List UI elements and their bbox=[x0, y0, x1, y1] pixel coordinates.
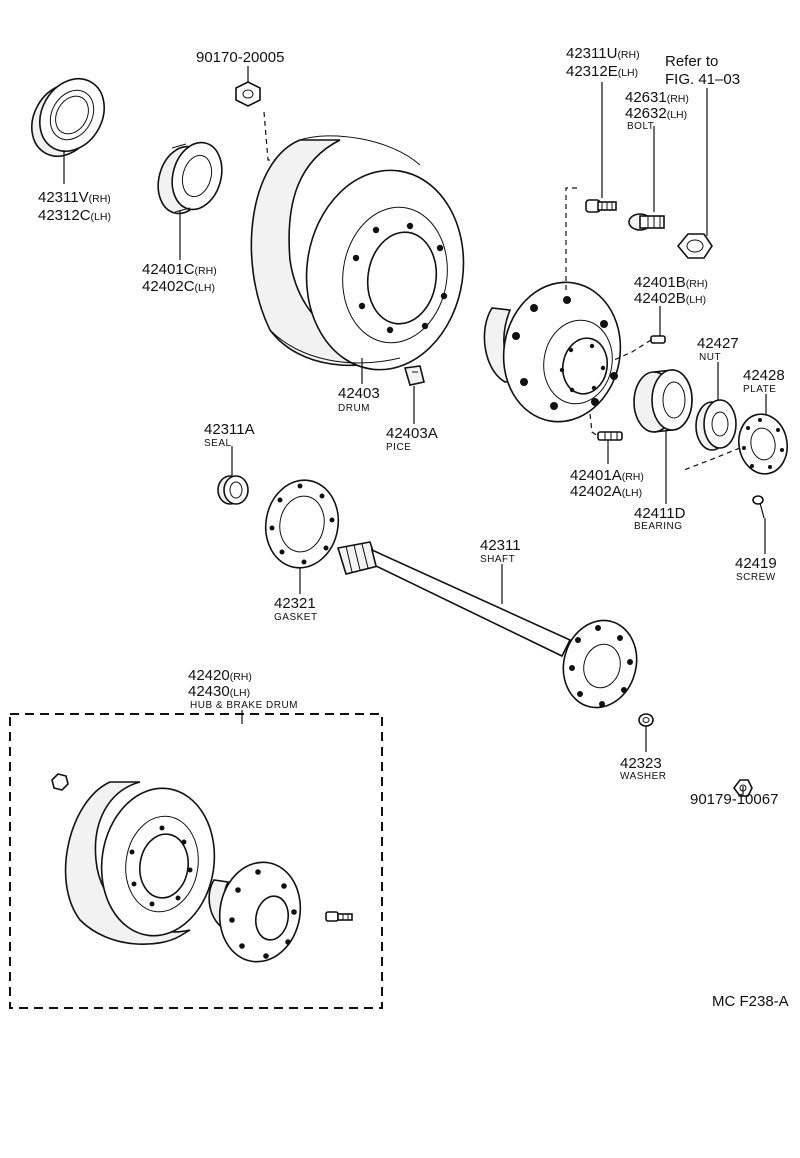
bearing-part bbox=[633, 369, 693, 433]
label-drum-number: 42403 bbox=[338, 385, 380, 402]
label-nut-name: NUT bbox=[699, 352, 721, 363]
axle-shaft-part bbox=[336, 541, 638, 709]
label-gasket-number: 42321 bbox=[274, 595, 316, 612]
label-bottom-nut-number: 90179-10067 bbox=[690, 791, 778, 808]
label-shaft-name: SHAFT bbox=[480, 554, 515, 565]
top-nut-part bbox=[235, 81, 261, 107]
label-bolt-rh: 42631(RH) bbox=[625, 89, 689, 106]
outer-bearing-part bbox=[157, 141, 223, 215]
pin-part bbox=[650, 335, 666, 344]
figure-code: MC F238-A bbox=[712, 993, 789, 1010]
lock-nut-part bbox=[695, 399, 737, 451]
brake-drum-part bbox=[250, 135, 465, 371]
label-piece-number: 42403A bbox=[386, 425, 438, 442]
bolt-part bbox=[628, 213, 665, 231]
screw-part bbox=[752, 495, 765, 519]
lock-plate-part bbox=[737, 413, 789, 475]
label-reference-line1: Refer to bbox=[665, 53, 718, 70]
label-hub-bolt-rh: 42311U(RH) bbox=[566, 45, 640, 62]
label-gasket-name: GASKET bbox=[274, 612, 318, 623]
assembly-dashed-box bbox=[9, 713, 383, 1009]
label-washer-number: 42323 bbox=[620, 755, 662, 772]
label-shaft-number: 42311 bbox=[480, 537, 521, 554]
stud-part bbox=[597, 431, 623, 441]
label-top-nut-number: 90170-20005 bbox=[196, 49, 284, 66]
label-plate-name: PLATE bbox=[743, 384, 776, 395]
label-assembly-rh: 42420(RH) bbox=[188, 667, 252, 684]
label-pin-lh: 42402B(LH) bbox=[634, 290, 706, 307]
piece-part bbox=[403, 365, 425, 386]
washer-part bbox=[638, 713, 654, 727]
label-outer-bearing-lh: 42402C(LH) bbox=[142, 278, 215, 295]
label-pin-rh: 42401B(RH) bbox=[634, 274, 708, 291]
wheel-nut-part bbox=[676, 233, 713, 259]
label-stud-lh: 42402A(LH) bbox=[570, 483, 642, 500]
label-seal-number: 42311A bbox=[204, 421, 255, 438]
hub-brake-drum-assembly-part bbox=[51, 773, 353, 963]
label-screw-number: 42419 bbox=[735, 555, 777, 572]
label-hub-bolt-lh: 42312E(LH) bbox=[566, 63, 638, 80]
label-seal-name: SEAL bbox=[204, 438, 232, 449]
label-outer-bearing-rh: 42401C(RH) bbox=[142, 261, 217, 278]
label-drum-name: DRUM bbox=[338, 403, 370, 414]
label-stud-rh: 42401A(RH) bbox=[570, 467, 644, 484]
label-bolt-lh: 42632(LH) bbox=[625, 105, 687, 122]
label-bearing-number: 42411D bbox=[634, 505, 686, 522]
label-assembly-name: HUB & BRAKE DRUM bbox=[190, 700, 298, 711]
label-nut-number: 42427 bbox=[697, 335, 739, 352]
leader-lines bbox=[63, 66, 767, 796]
label-bolt-name: BOLT bbox=[627, 121, 654, 132]
small-seal-part bbox=[217, 475, 249, 505]
label-bearing-name: BEARING bbox=[634, 521, 683, 532]
gasket-part bbox=[264, 479, 340, 569]
label-assembly-lh: 42430(LH) bbox=[188, 683, 250, 700]
label-oil-seal-lh: 42312C(LH) bbox=[38, 207, 111, 224]
label-oil-seal-rh: 42311V(RH) bbox=[38, 189, 111, 206]
label-piece-name: PICE bbox=[386, 442, 411, 453]
oil-seal-part bbox=[31, 78, 105, 157]
axle-hub-part bbox=[483, 281, 622, 423]
hub-bolt-part bbox=[585, 199, 617, 213]
label-reference-line2: FIG. 41–03 bbox=[665, 71, 740, 88]
label-plate-number: 42428 bbox=[743, 367, 785, 384]
label-washer-name: WASHER bbox=[620, 771, 667, 782]
label-screw-name: SCREW bbox=[736, 572, 776, 583]
